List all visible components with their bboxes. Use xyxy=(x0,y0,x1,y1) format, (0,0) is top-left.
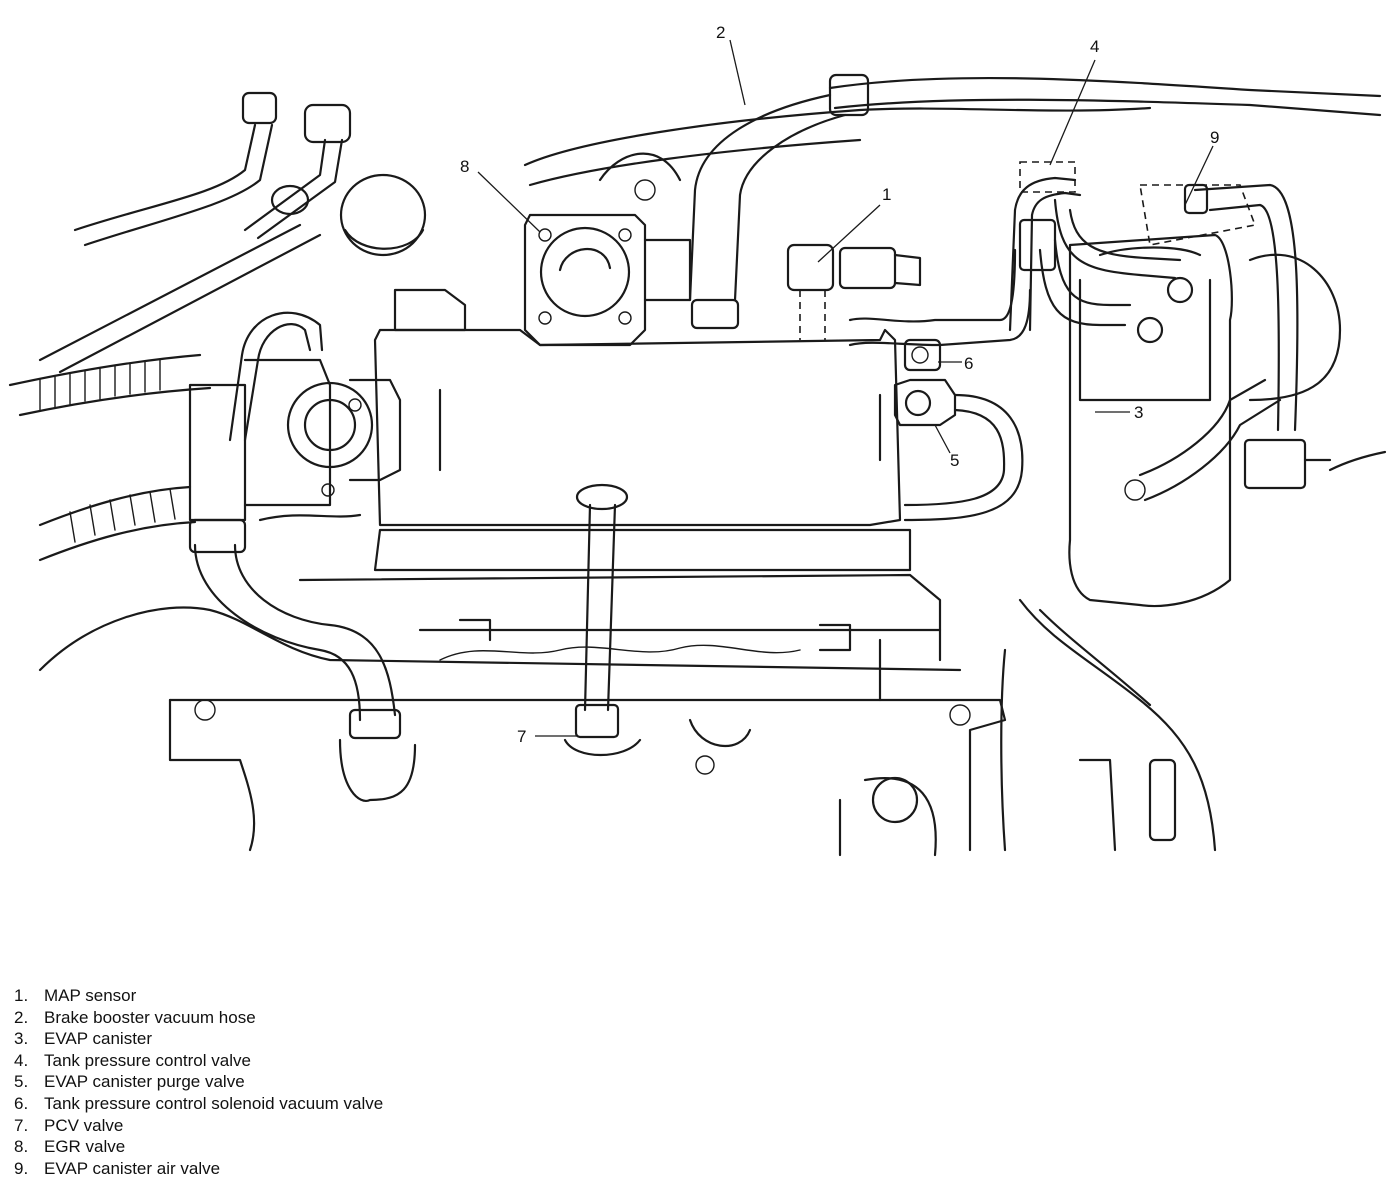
callout-leaders xyxy=(477,39,1214,737)
reservoir-cap xyxy=(339,173,427,257)
legend-label: EVAP canister air valve xyxy=(44,1158,221,1178)
evap-canister xyxy=(1068,233,1387,608)
legend-number: 2. xyxy=(14,1007,29,1027)
legend-label: EGR valve xyxy=(44,1137,126,1157)
callout-6: 6 xyxy=(964,354,973,373)
leader-1 xyxy=(817,204,881,263)
engine-component-diagram: 1 2 3 4 5 6 7 8 9 xyxy=(8,23,1387,857)
evap-canister-air-valve xyxy=(1139,183,1299,432)
callout-5: 5 xyxy=(950,451,959,470)
leader-8 xyxy=(477,171,541,233)
legend-item: 1. MAP sensor xyxy=(14,985,383,1007)
legend-number: 3. xyxy=(14,1029,29,1049)
brake-booster-vacuum-hose xyxy=(688,73,870,330)
fuel-line-fittings xyxy=(38,91,352,374)
component-legend: 1. MAP sensor 2. Brake booster vacuum hose… xyxy=(14,985,383,1179)
legend-label: MAP sensor xyxy=(44,986,137,1005)
legend-item: 7. PCV valve xyxy=(14,1115,383,1137)
leader-9 xyxy=(1184,145,1214,206)
legend-item: 3. EVAP canister xyxy=(14,1028,383,1050)
leader-4 xyxy=(1049,59,1096,166)
callout-8: 8 xyxy=(460,157,469,176)
callout-7: 7 xyxy=(517,727,526,746)
map-sensor xyxy=(786,243,922,340)
legend-item: 9. EVAP canister air valve xyxy=(14,1158,383,1180)
legend-label: Tank pressure control valve xyxy=(44,1050,251,1070)
leader-5 xyxy=(934,424,951,454)
intake-manifold xyxy=(188,288,942,662)
pcv-hose xyxy=(188,311,417,802)
legend-item: 4. Tank pressure control valve xyxy=(14,1050,383,1072)
air-intake-corrugated-hose xyxy=(8,353,212,562)
tank-pressure-control-solenoid-vacuum-valve xyxy=(848,248,1032,372)
legend-item: 8. EGR valve xyxy=(14,1136,383,1158)
legend-number: 4. xyxy=(14,1050,29,1070)
legend-number: 1. xyxy=(14,986,29,1005)
legend-label: Tank pressure control solenoid vacuum va… xyxy=(44,1093,384,1113)
callout-9: 9 xyxy=(1210,128,1219,147)
legend-number: 5. xyxy=(14,1072,29,1092)
pcv-valve xyxy=(563,483,642,757)
legend-label: PCV valve xyxy=(44,1115,124,1135)
egr-valve xyxy=(523,213,692,347)
callout-4: 4 xyxy=(1090,37,1099,56)
leader-2 xyxy=(729,39,746,106)
tank-pressure-control-valve xyxy=(1008,161,1194,344)
lower-right-hardware xyxy=(1000,598,1217,852)
legend-number: 7. xyxy=(14,1115,29,1135)
legend-item: 5. EVAP canister purge valve xyxy=(14,1071,383,1093)
evap-canister-purge-valve xyxy=(893,378,1024,522)
legend-label: EVAP canister xyxy=(44,1029,153,1049)
legend-item: 6. Tank pressure control solenoid vacuum … xyxy=(14,1093,383,1115)
legend-number: 6. xyxy=(14,1093,29,1113)
engine-block xyxy=(38,606,1007,857)
legend-number: 8. xyxy=(14,1137,29,1157)
legend-number: 9. xyxy=(14,1158,29,1178)
callout-3: 3 xyxy=(1134,403,1143,422)
callout-2: 2 xyxy=(716,23,725,42)
legend-label: EVAP canister purge valve xyxy=(44,1072,245,1092)
callout-1: 1 xyxy=(882,185,891,204)
upper-vacuum-hoses xyxy=(523,76,1382,201)
legend-item: 2. Brake booster vacuum hose xyxy=(14,1007,383,1029)
legend-label: Brake booster vacuum hose xyxy=(44,1007,256,1027)
